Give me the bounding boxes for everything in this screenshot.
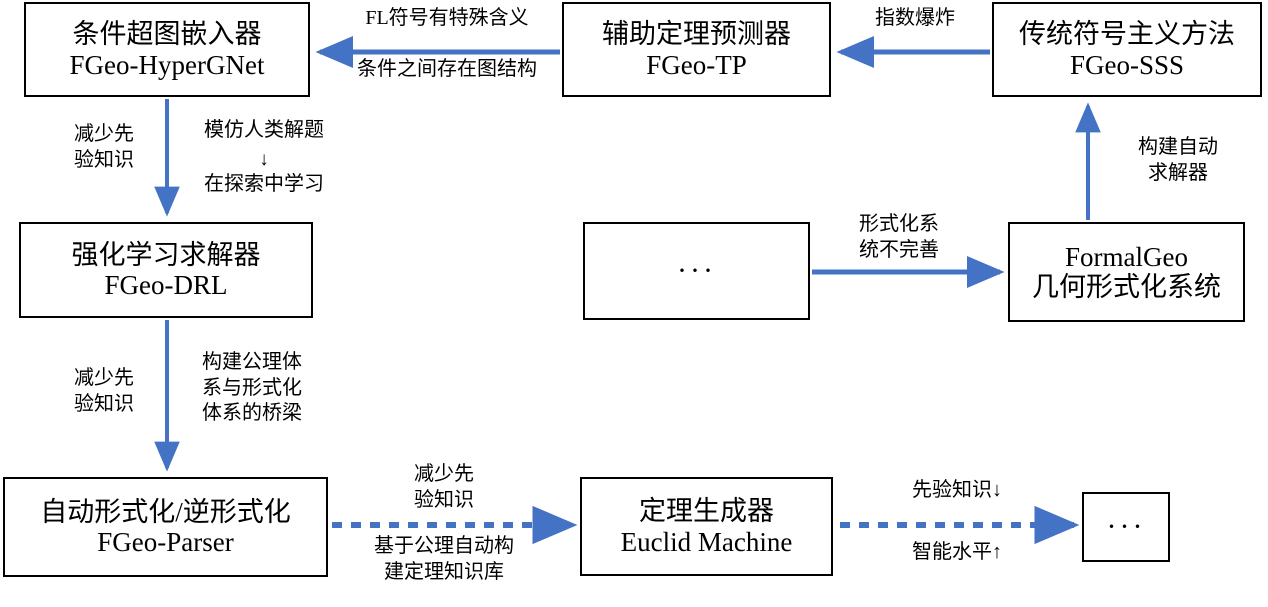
edge-label-prior-knowledge-down: 先验知识↓ [912,479,1002,501]
ellipsis-glyph: ··· [1106,510,1146,543]
edge-label-formal-system-imperfect: 形式化系 统不完善 [859,213,939,261]
node-formalgeo[interactable]: FormalGeo 几何形式化系统 [1008,222,1245,322]
edge-label-imitate-human-solving: 模仿人类解题 [204,119,324,141]
node-hypergnet-title: 条件超图嵌入器 [72,19,262,50]
edge-label-auto-build-theorem-kb: 基于公理自动构 建定理知识库 [374,535,514,583]
ellipsis-glyph: ··· [677,254,716,287]
edge-label-build-auto-solver: 构建自动 求解器 [1138,136,1218,184]
edge-label-exponential-explosion: 指数爆炸 [875,7,955,29]
node-hypergnet-subtitle: FGeo-HyperGNet [69,49,265,80]
node-hypergnet[interactable]: 条件超图嵌入器 FGeo-HyperGNet [24,2,310,97]
node-tp-title: 辅助定理预测器 [602,19,791,50]
edge-label-graph-structure: 条件之间存在图结构 [357,58,537,80]
edge-label-reduce-prior-3: 减少先 验知识 [414,463,474,511]
node-euclid-subtitle: Euclid Machine [620,526,793,557]
node-formalgeo-subtitle: 几何形式化系统 [1032,272,1221,302]
node-sss-title: 传统符号主义方法 [1019,19,1235,50]
node-tp[interactable]: 辅助定理预测器 FGeo-TP [562,2,831,97]
node-parser-subtitle: FGeo-Parser [97,527,234,557]
down-arrow-icon: ↓ [259,149,269,170]
node-drl-title: 强化学习求解器 [71,239,261,270]
node-parser[interactable]: 自动形式化/逆形式化 FGeo-Parser [3,477,328,577]
node-ellipsis-end[interactable]: ··· [1082,492,1170,562]
node-sss-subtitle: FGeo-SSS [1069,49,1185,80]
edge-label-reduce-prior-1: 减少先 验知识 [74,123,134,171]
node-euclid-title: 定理生成器 [639,496,774,527]
node-parser-title: 自动形式化/逆形式化 [40,496,291,527]
edge-label-intelligence-level-up: 智能水平↑ [912,541,1002,563]
node-drl-subtitle: FGeo-DRL [104,270,228,300]
edge-label-reduce-prior-2: 减少先 验知识 [74,367,134,415]
edge-label-learn-in-exploration: 在探索中学习 [204,173,324,195]
node-drl[interactable]: 强化学习求解器 FGeo-DRL [19,222,313,318]
edge-label-fl-symbol-meaning: FL符号有特殊含义 [365,7,529,29]
node-sss[interactable]: 传统符号主义方法 FGeo-SSS [992,2,1262,97]
edge-label-bridge-axiom-formal: 构建公理体 系与形式化 体系的桥梁 [202,351,302,425]
node-tp-subtitle: FGeo-TP [646,49,747,80]
node-ellipsis-middle[interactable]: ··· [583,222,810,320]
node-formalgeo-title: FormalGeo [1065,241,1188,272]
node-euclid[interactable]: 定理生成器 Euclid Machine [580,477,833,576]
